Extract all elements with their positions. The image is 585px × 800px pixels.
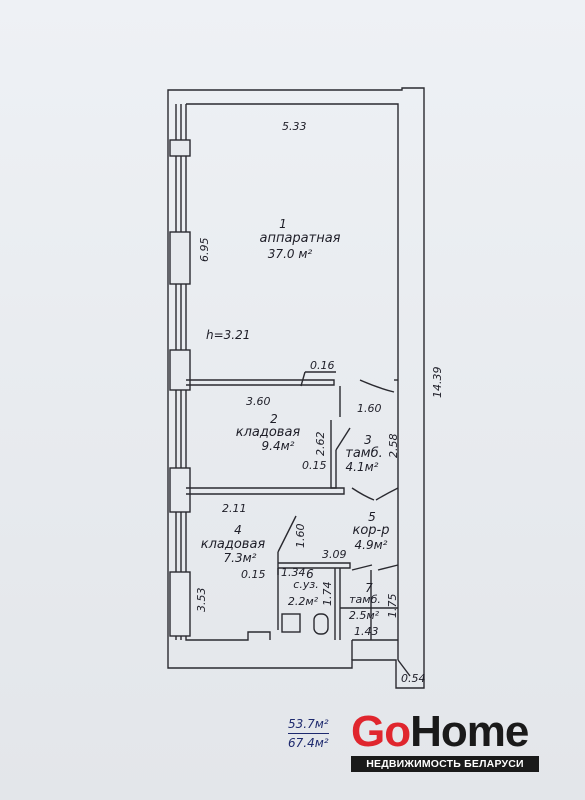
gohome-logo: GoHome НЕДВИЖИМОСТЬ БЕЛАРУСИ [351,708,539,772]
room1-name: аппаратная [259,231,340,246]
dim-room3-height: 2.58 [387,434,400,459]
ceiling-height: h=3.21 [206,328,250,342]
logo-go: Go [351,707,411,756]
room2-number: 2 [270,412,278,426]
dim-partition2: 0.15 [302,459,327,472]
dim-room1-height: 6.95 [198,238,211,263]
dim-room4-width: 2.11 [222,502,247,515]
room6-number: 6 [306,567,314,581]
room4-name: кладовая [201,537,266,552]
room6-area: 2.2м² [288,595,319,608]
dim-partition4: 0.15 [241,568,266,581]
dim-room4-height: 3.53 [195,588,208,613]
area-living: 53.7м² [288,717,329,731]
dim-vestibule-depth: 1.75 [386,594,399,619]
room1-area: 37.0 м² [268,247,313,261]
dim-room2-width: 3.60 [246,395,271,408]
room1-number: 1 [279,217,287,231]
room6-name: с.уз. [293,578,318,591]
room7-number: 7 [365,581,373,595]
dim-outer-height: 14.39 [431,367,444,399]
dim-vestibule-width: 1.43 [354,625,379,638]
outer-wall [167,87,425,689]
room2-area: 9.4м² [262,439,295,453]
room3-area: 4.1м² [346,460,379,474]
area-totals: 53.7м² 67.4м² [288,716,329,752]
logo-tagline: НЕДВИЖИМОСТЬ БЕЛАРУСИ [351,756,539,772]
dim-room2-height: 2.62 [314,432,327,457]
dim-room3-width: 1.60 [357,402,382,415]
room2-name: кладовая [236,425,301,440]
dim-wall: 0.16 [310,359,335,372]
inner-wall [185,103,399,660]
partition-3 [186,487,345,495]
partition-1 [186,379,335,386]
dim-top-width: 5.33 [282,120,307,133]
area-total: 67.4м² [288,733,329,752]
dim-corridor-width: 3.09 [322,548,347,561]
room5-area: 4.9м² [355,538,388,552]
dim-room4-depth: 1.60 [294,524,307,549]
dim-wc-width: 1.34 [281,566,306,579]
room4-number: 4 [234,523,242,537]
room7-area: 2.5м² [349,609,380,622]
room5-number: 5 [368,510,376,524]
logo-home: Home [410,707,529,756]
toilet-icon [313,613,329,635]
partition-4 [278,562,351,569]
room3-number: 3 [364,433,372,447]
room3-name: тамб. [345,446,383,461]
dim-wc-depth: 1.74 [321,582,334,607]
partition-2 [330,420,337,489]
room7-name: тамб. [349,593,381,606]
logo-wordmark: GoHome [351,707,529,756]
room4-area: 7.3м² [224,551,257,565]
room5-name: кор-р [352,523,389,538]
dim-outer-wall: 0.54 [401,672,426,685]
